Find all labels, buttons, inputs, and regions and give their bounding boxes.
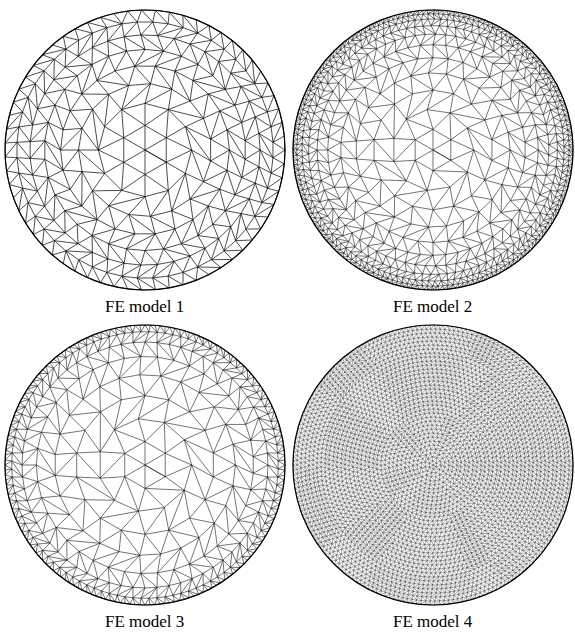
model-caption: FE model 2 [393, 297, 472, 317]
mesh-boundary [293, 10, 573, 290]
mesh-boundary [293, 325, 573, 605]
mesh-lines [293, 325, 573, 605]
mesh-lines [5, 325, 285, 605]
model-caption: FE model 3 [105, 612, 184, 632]
mesh-lines [5, 10, 285, 290]
mesh-boundary [5, 325, 285, 605]
mesh-boundary [5, 10, 285, 290]
model-caption: FE model 1 [105, 297, 184, 317]
mesh-lines [293, 10, 573, 290]
model-caption: FE model 4 [393, 612, 472, 632]
